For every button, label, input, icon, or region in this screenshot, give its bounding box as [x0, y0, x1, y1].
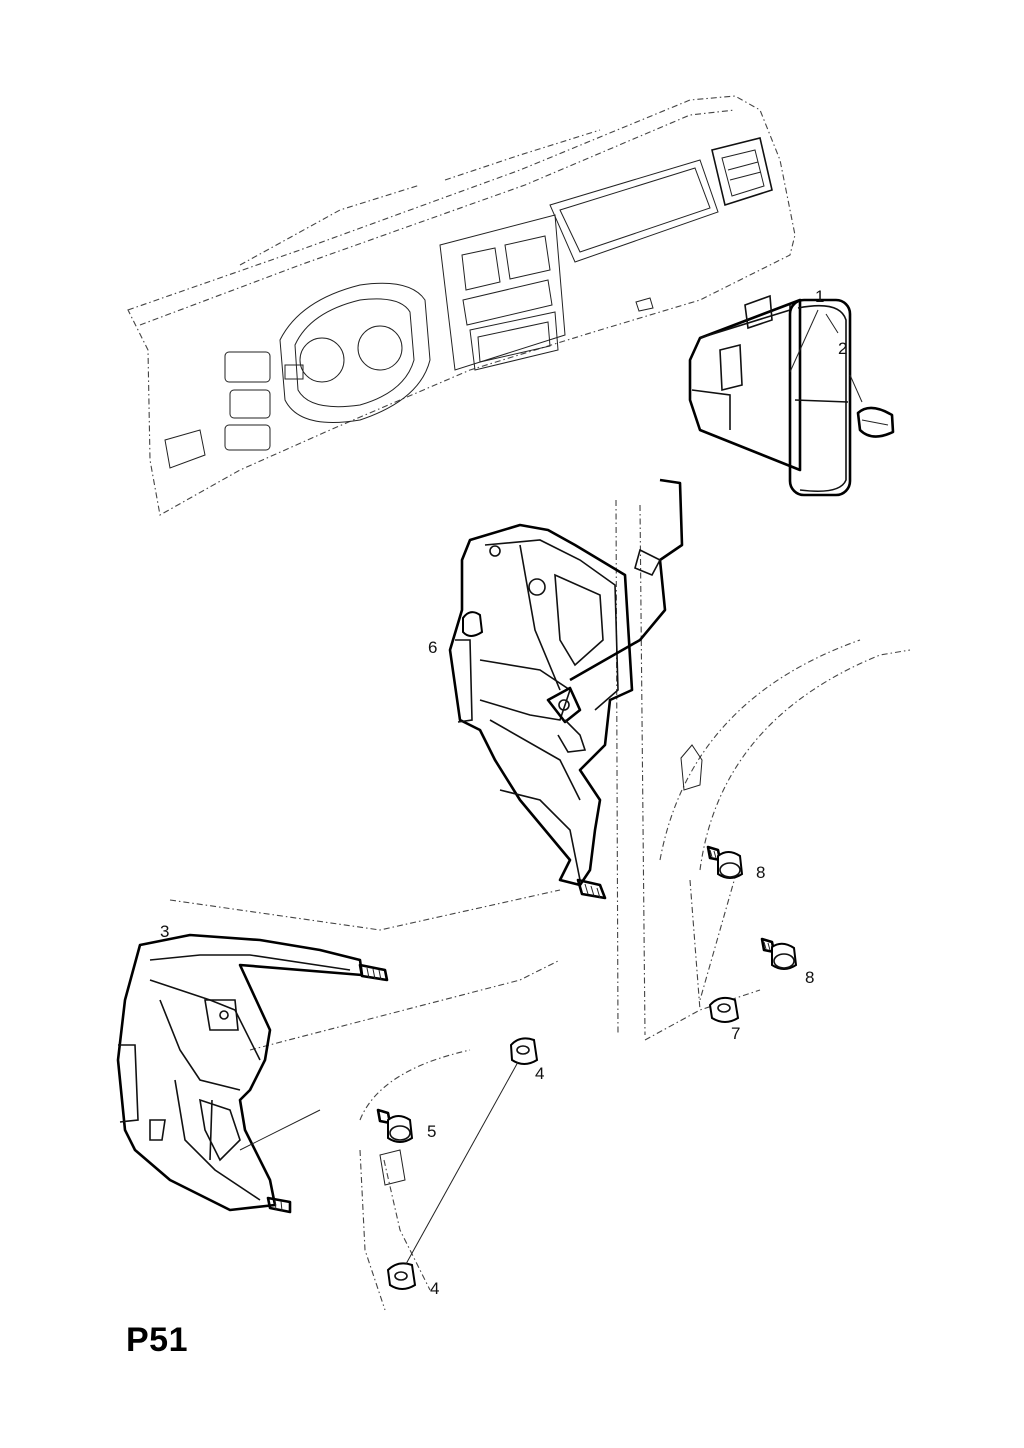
- bolt-8b: [760, 937, 798, 970]
- switch-part-1: [688, 294, 852, 497]
- nut-4b: [386, 1262, 417, 1290]
- callout-6: 6: [428, 638, 438, 657]
- bolt-5: [376, 1108, 414, 1143]
- page-code: P51: [126, 1321, 188, 1359]
- callout-4-lower: 4: [430, 1279, 440, 1298]
- bracket-part-3: [116, 933, 389, 1214]
- bracket-part-6: [448, 478, 684, 900]
- body-panel-outline: [169, 499, 911, 1311]
- bolt-8a: [706, 845, 744, 879]
- callout-1: 1: [815, 287, 825, 306]
- nut-7: [708, 996, 740, 1023]
- nut-4a: [509, 1037, 539, 1065]
- callout-8-lower: 8: [805, 968, 815, 987]
- callout-4-upper: 4: [535, 1064, 545, 1083]
- callout-5: 5: [427, 1122, 437, 1141]
- callout-8-upper: 8: [756, 863, 766, 882]
- dashboard-illustration: [127, 95, 796, 516]
- callout-2: 2: [838, 339, 848, 358]
- callout-3: 3: [160, 922, 170, 941]
- bulb-part-2: [856, 406, 895, 438]
- callout-7: 7: [731, 1024, 741, 1043]
